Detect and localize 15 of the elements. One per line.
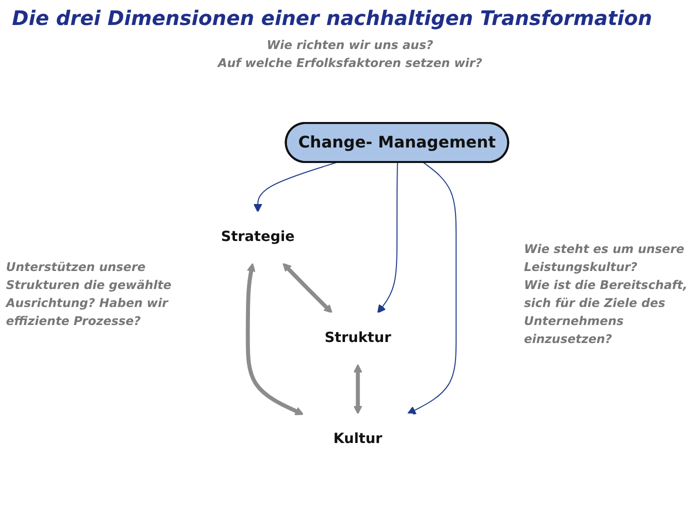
node-text: Struktur [325,330,392,346]
arrow [282,262,333,314]
arrow [254,162,338,212]
arrow [354,364,363,414]
arrow [408,162,458,414]
question-text: Auf welche Erfolksfaktoren setzen wir? [216,55,484,72]
node-text: Kultur [334,430,383,447]
question-text: Unterstützen unsere Strukturen die gewählte Ausrichtung? Haben wir effiziente Prozesse? [6,259,172,330]
question-text: Wie ist die Bereitschaft, sich für die Ziele des Unternehmens einzusetzen? [524,277,688,348]
node-text: Strategie [221,228,296,245]
title: Die drei Dimensionen einer nachhaltigen Transformation [12,6,654,30]
question-text: Wie steht es um unsere Leistungskultur? [524,241,686,276]
arrow [378,162,398,314]
question-text: Wie richten wir uns aus? [266,37,434,54]
arrow [246,262,304,416]
